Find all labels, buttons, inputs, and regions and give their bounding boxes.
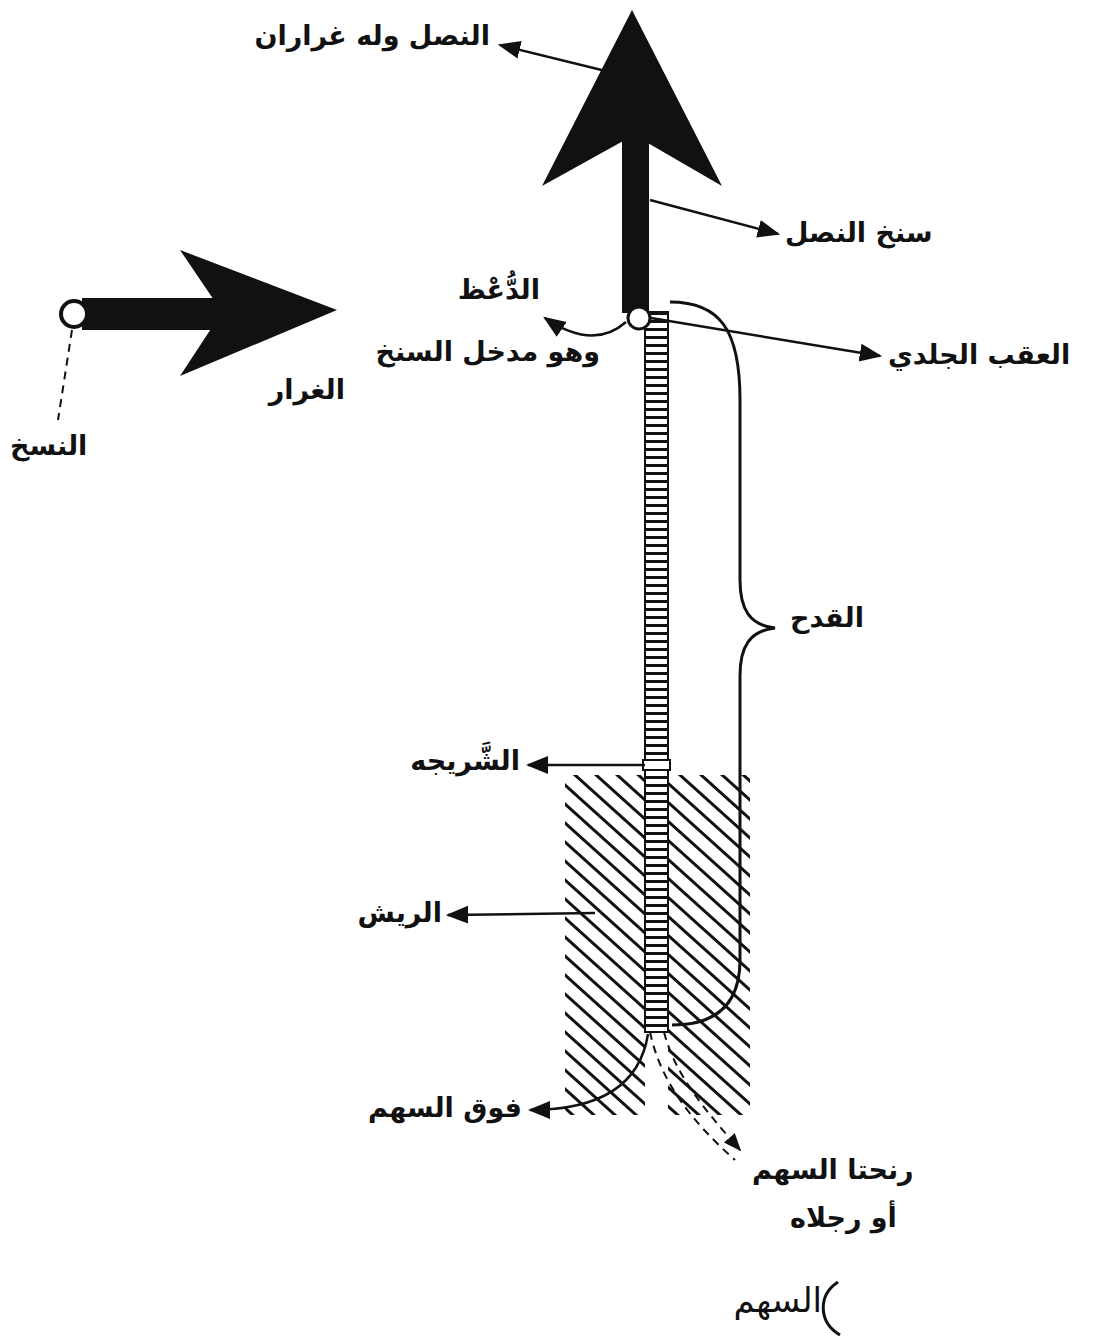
feather-stroke: [668, 1061, 750, 1115]
feather-stroke: [565, 1099, 645, 1115]
nock-line: [664, 1032, 740, 1150]
feather-stroke: [668, 1080, 750, 1115]
part-label: الدُّعْظ: [458, 272, 540, 307]
part-label: الغرار: [269, 372, 345, 407]
part-label: أو رجلاه: [790, 1200, 897, 1235]
caption: السهم: [734, 1278, 822, 1322]
feather-stroke: [565, 775, 645, 847]
bracket: [670, 302, 775, 1025]
part-label: رنحتا السهم: [752, 1152, 914, 1187]
leaders: [448, 45, 880, 1110]
part-label: فوق السهم: [368, 1090, 522, 1125]
part-label: سنخ النصل: [785, 215, 933, 250]
feather-stroke: [565, 1061, 645, 1115]
shaft: [645, 312, 668, 1032]
part-label: الريش: [358, 895, 443, 930]
tang: [622, 128, 649, 313]
nock-line: [650, 1032, 735, 1160]
part-label: النصل وله غراران: [254, 18, 490, 53]
binding: [643, 760, 670, 770]
part-label: العقب الجلدي: [888, 337, 1070, 372]
part-label: النسخ: [10, 428, 87, 463]
feather-stroke: [565, 1080, 645, 1115]
feather-stroke: [668, 775, 750, 847]
part-label: الشَّريجه: [410, 743, 520, 778]
leather-ring: [628, 307, 650, 329]
caption-mark: [823, 1282, 840, 1335]
part-note: وهو مدخل السنخ: [376, 334, 600, 369]
part-label: القدح: [790, 600, 864, 635]
